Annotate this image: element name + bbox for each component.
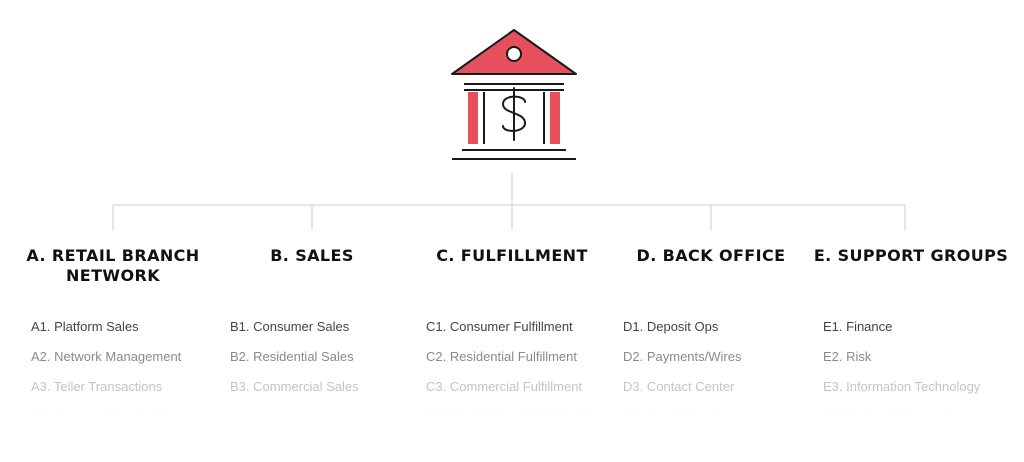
list-item: E4. Human Resources: [823, 409, 954, 424]
list-item: E3. Information Technology: [823, 379, 981, 394]
roof-medallion: [506, 46, 522, 62]
list-item: D2. Payments/Wires: [623, 349, 742, 364]
list-item: A4. Account Opening/Closing: [31, 409, 201, 424]
column-title: D. BACK OFFICE: [636, 246, 786, 265]
list-item: D3. Contact Center: [623, 379, 735, 394]
column-title: E. SUPPORT GROUPS: [813, 246, 1009, 265]
column-sales: B. SALES B1. Consumer Sales B2. Resident…: [212, 246, 412, 402]
dollar-sign-icon: [501, 87, 527, 141]
list-item: C2. Residential Fulfillment: [426, 349, 578, 364]
list-item: D4. Ops Support: [623, 409, 720, 424]
list-item: A3. Teller Transactions: [31, 379, 163, 394]
column-title: A. RETAIL BRANCH NETWORK: [26, 246, 200, 285]
column-item-list: E1. Finance E2. Risk E3. Information Tec…: [811, 312, 1011, 432]
list-item: A1. Platform Sales: [31, 319, 139, 334]
list-item: B3. Commercial Sales: [230, 379, 359, 394]
list-item: C4. Wealth Mgmt Fulfillment: [426, 409, 590, 424]
column-item-list: A1. Platform Sales A2. Network Managemen…: [13, 312, 213, 432]
column-back-office: D. BACK OFFICE D1. Deposit Ops D2. Payme…: [611, 246, 811, 432]
list-item: C1. Consumer Fulfillment: [426, 319, 573, 334]
list-item: E1. Finance: [823, 319, 893, 334]
column-item-list: C1. Consumer Fulfillment C2. Residential…: [412, 312, 612, 432]
list-item: E2. Risk: [823, 349, 872, 364]
list-item: C3. Commercial Fulfillment: [426, 379, 583, 394]
column-fulfillment: C. FULFILLMENT C1. Consumer Fulfillment …: [412, 246, 612, 432]
right-column: [550, 92, 560, 144]
list-item: B1. Consumer Sales: [230, 319, 350, 334]
list-item: D1. Deposit Ops: [623, 319, 719, 334]
column-support-groups: E. SUPPORT GROUPS E1. Finance E2. Risk E…: [811, 246, 1011, 432]
list-item: A2. Network Management: [31, 349, 182, 364]
column-retail-branch-network: A. RETAIL BRANCH NETWORK A1. Platform Sa…: [13, 246, 213, 432]
column-item-list: B1. Consumer Sales B2. Residential Sales…: [212, 312, 412, 402]
list-item: B2. Residential Sales: [230, 349, 354, 364]
column-title: C. FULFILLMENT: [436, 246, 588, 265]
column-item-list: D1. Deposit Ops D2. Payments/Wires D3. C…: [611, 312, 811, 432]
column-title: B. SALES: [270, 246, 354, 265]
bank-building-dollar-icon: [448, 28, 580, 164]
left-column: [468, 92, 478, 144]
